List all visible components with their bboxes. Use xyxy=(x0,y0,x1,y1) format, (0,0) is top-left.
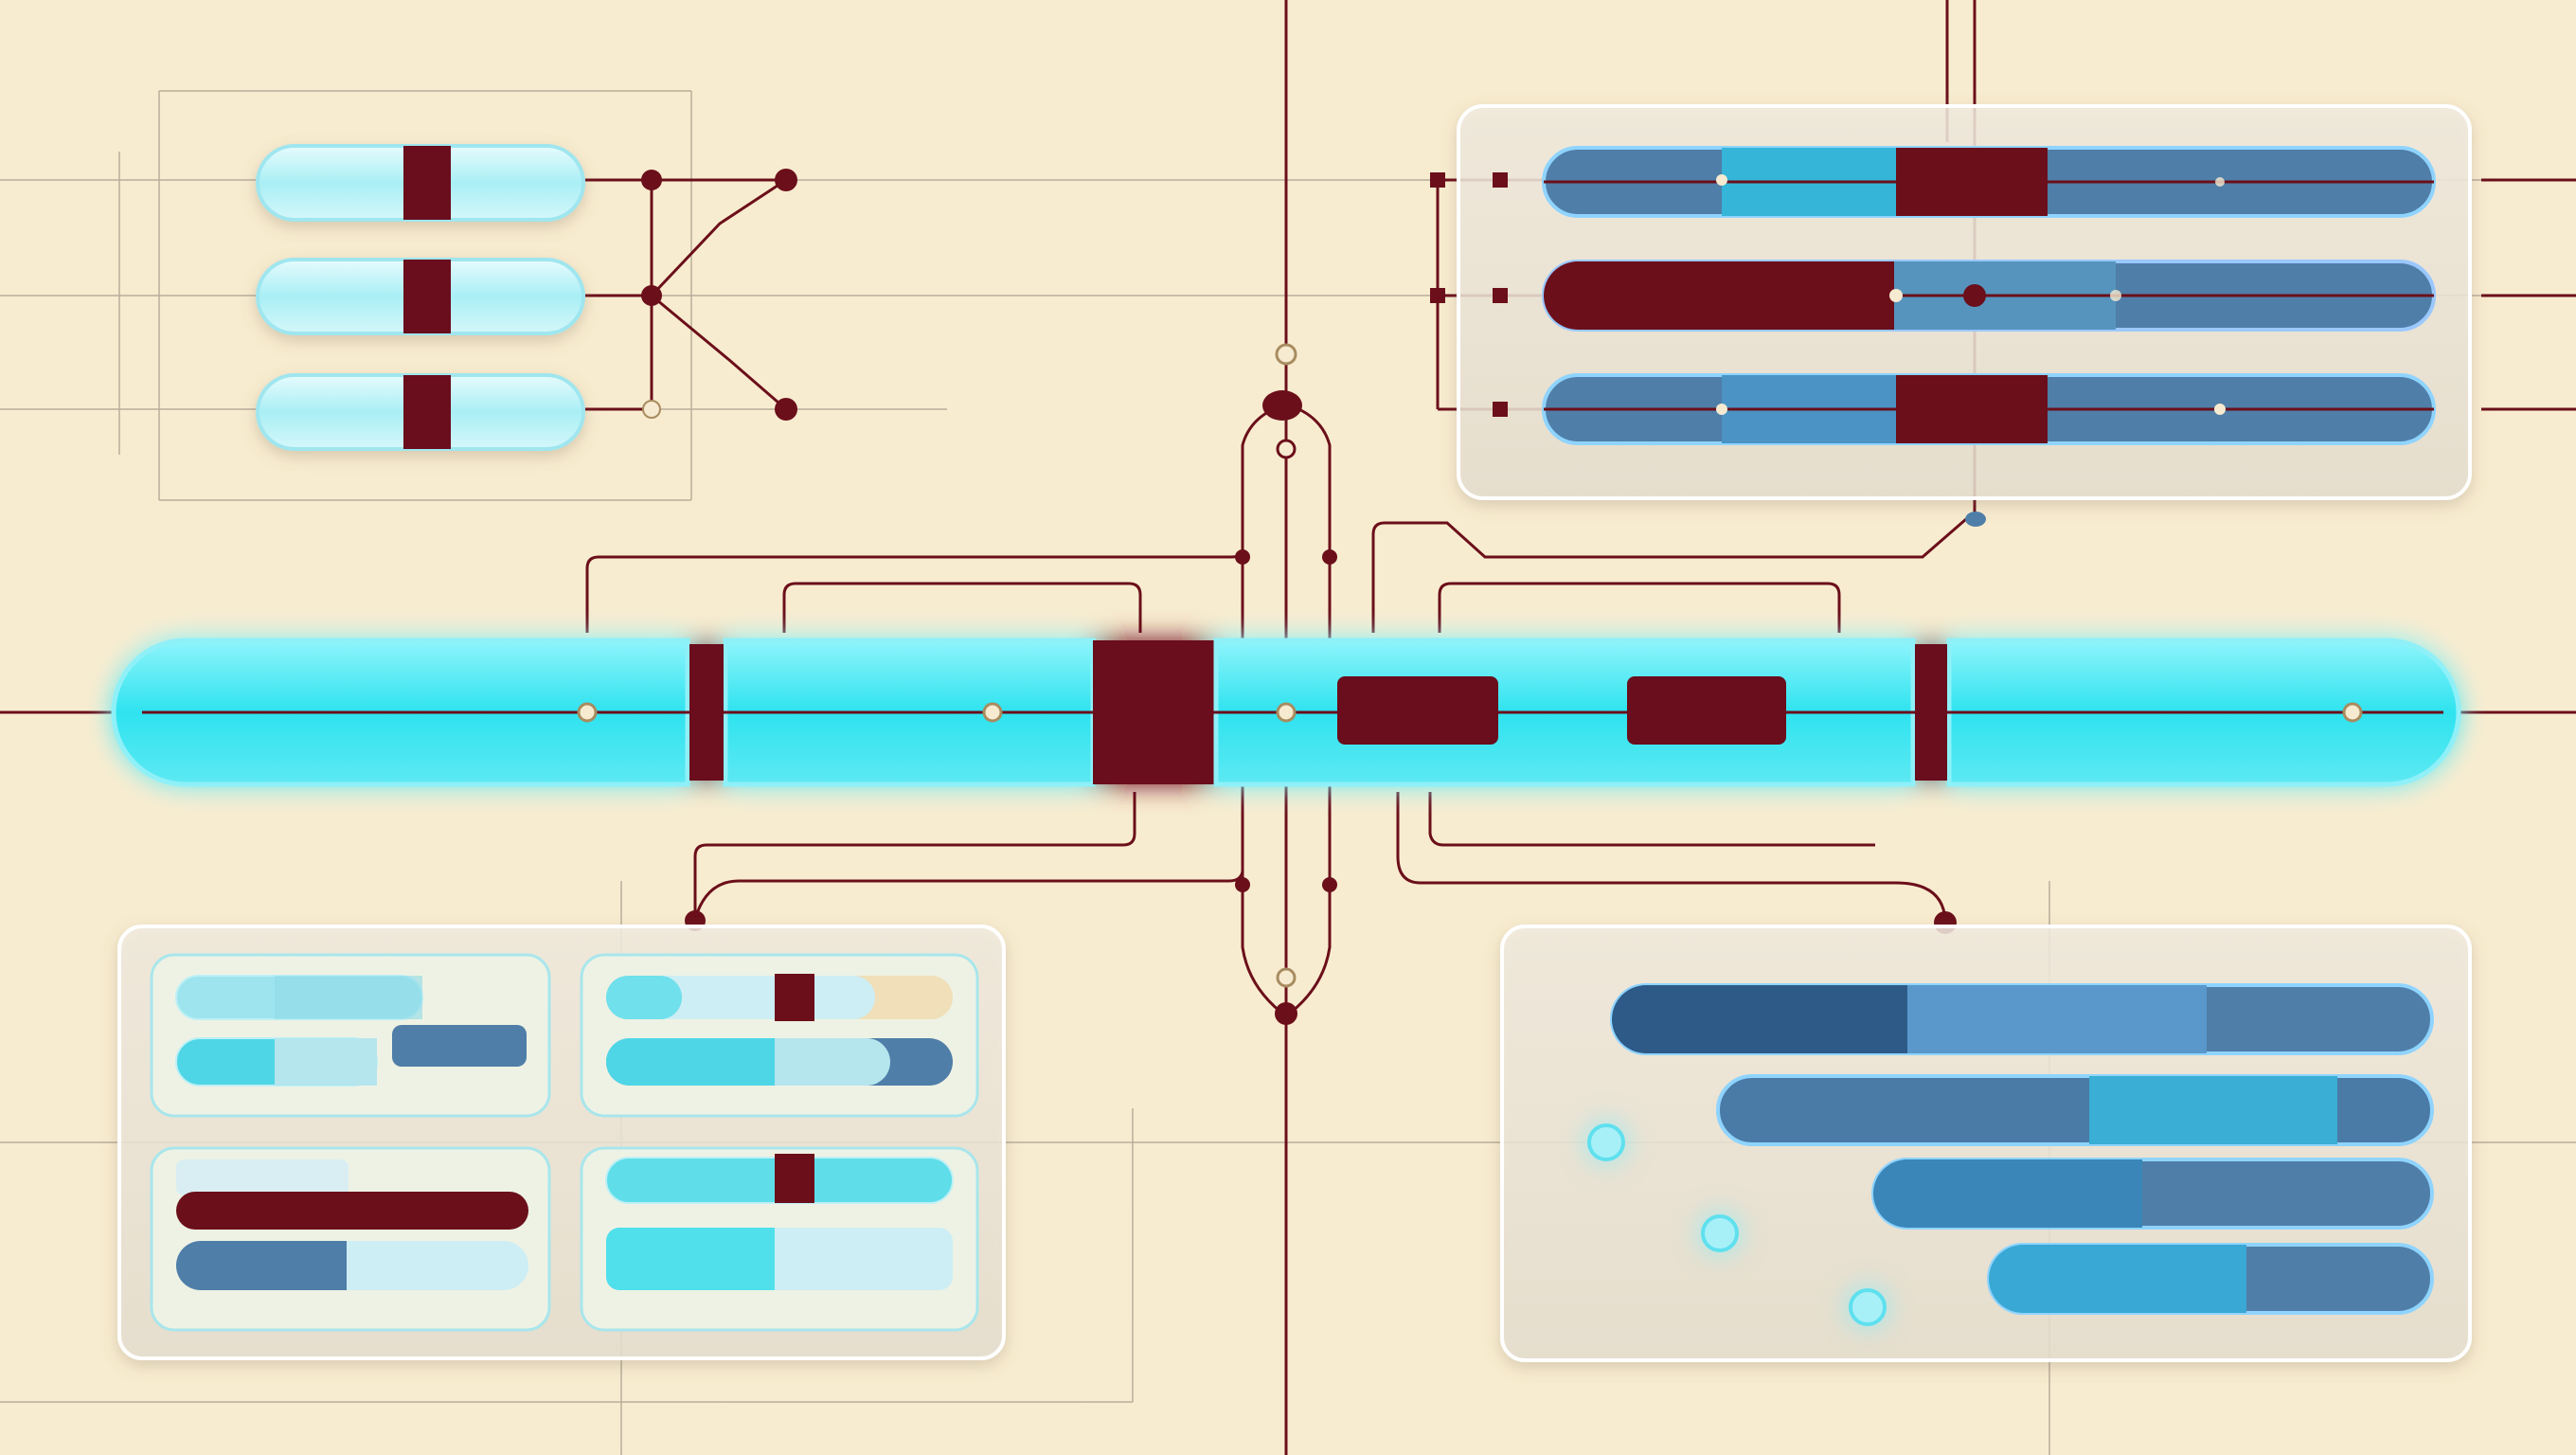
panel-feeder-squares xyxy=(1430,172,1508,417)
capsule-stack xyxy=(256,144,585,451)
capsule-2-marker xyxy=(403,260,451,333)
main-bar xyxy=(111,638,2461,787)
card-2 xyxy=(580,953,979,1118)
bottom-left-panel xyxy=(117,925,1006,1360)
card-1 xyxy=(150,953,551,1118)
glow-point xyxy=(1587,1123,1625,1161)
node-dot xyxy=(641,285,662,306)
node-dot xyxy=(775,169,797,191)
capsule-3 xyxy=(256,373,585,451)
glow-point xyxy=(1849,1288,1887,1326)
glow-point xyxy=(1701,1214,1739,1252)
glow-points xyxy=(1587,1123,1887,1326)
node-dot xyxy=(641,170,662,190)
bar-row-2 xyxy=(1542,260,2436,332)
node-dot xyxy=(775,398,797,421)
capsule-3-marker xyxy=(403,375,451,449)
main-bar-marker-a xyxy=(1337,676,1498,745)
main-bar-marker-b xyxy=(1627,676,1786,745)
card-3-marker xyxy=(176,1192,528,1230)
capsule-2 xyxy=(256,258,585,335)
gantt-bar-2 xyxy=(1716,1074,2434,1146)
gantt-bar-3 xyxy=(1871,1158,2434,1230)
bar-row-3 xyxy=(1542,373,2436,445)
card-4-marker xyxy=(775,1154,814,1203)
card-2-marker xyxy=(775,974,814,1021)
card-4 xyxy=(580,1146,979,1332)
bottom-right-panel xyxy=(1500,925,2472,1362)
top-left-group xyxy=(256,144,797,451)
gantt-bar-1 xyxy=(1610,983,2434,1055)
gantt-bar-4 xyxy=(1987,1243,2434,1315)
capsule-1-marker xyxy=(403,146,451,220)
card-3 xyxy=(150,1146,551,1332)
top-right-panel xyxy=(1430,104,2472,527)
connector-nodes-top-left xyxy=(641,169,797,421)
capsule-1 xyxy=(256,144,585,222)
bar-row-1 xyxy=(1542,146,2436,218)
bar-nodes xyxy=(1716,174,2226,527)
node-dot-hollow xyxy=(642,400,661,419)
main-bar-nodes xyxy=(577,702,2363,723)
